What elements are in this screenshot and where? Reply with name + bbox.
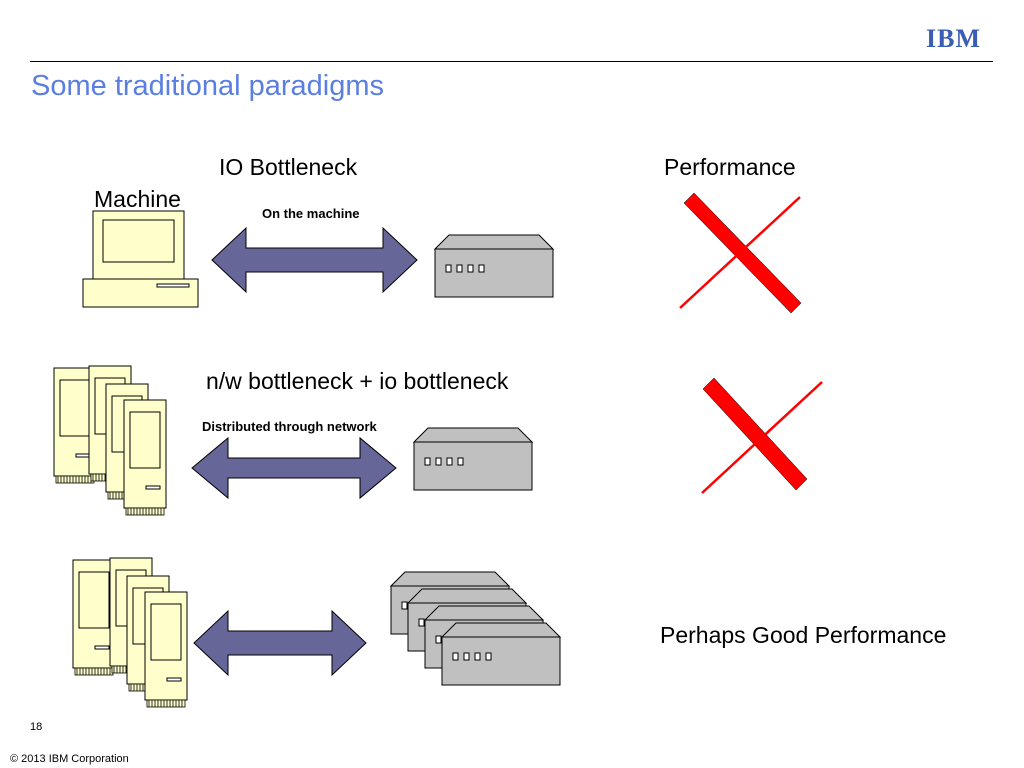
storage-array-icon — [390, 571, 561, 686]
red-cross-icon — [701, 377, 823, 494]
server-cluster-icon — [53, 365, 167, 516]
page-number: 18 — [30, 721, 43, 733]
storage-unit-icon — [413, 427, 533, 491]
desktop-computer-icon — [82, 210, 199, 308]
double-arrow-icon — [193, 609, 367, 677]
storage-unit-icon — [434, 234, 554, 298]
slide-title: Some traditional paradigms — [31, 70, 385, 102]
red-cross-icon — [679, 192, 802, 314]
copyright-text: © 2013 IBM Corporation — [10, 753, 129, 765]
distributed-network-label: Distributed through network — [202, 419, 377, 434]
on-the-machine-label: On the machine — [262, 206, 360, 221]
header-divider — [30, 61, 993, 62]
io-bottleneck-label: IO Bottleneck — [219, 154, 358, 180]
performance-label: Performance — [664, 154, 796, 180]
machine-label: Machine — [94, 186, 181, 212]
double-arrow-icon — [211, 226, 418, 294]
double-arrow-icon — [191, 436, 397, 500]
nw-io-bottleneck-label: n/w bottleneck + io bottleneck — [206, 368, 509, 394]
ibm-logo: IBM — [926, 24, 981, 53]
server-cluster-icon — [72, 557, 188, 708]
perhaps-good-performance-label: Perhaps Good Performance — [660, 622, 947, 648]
